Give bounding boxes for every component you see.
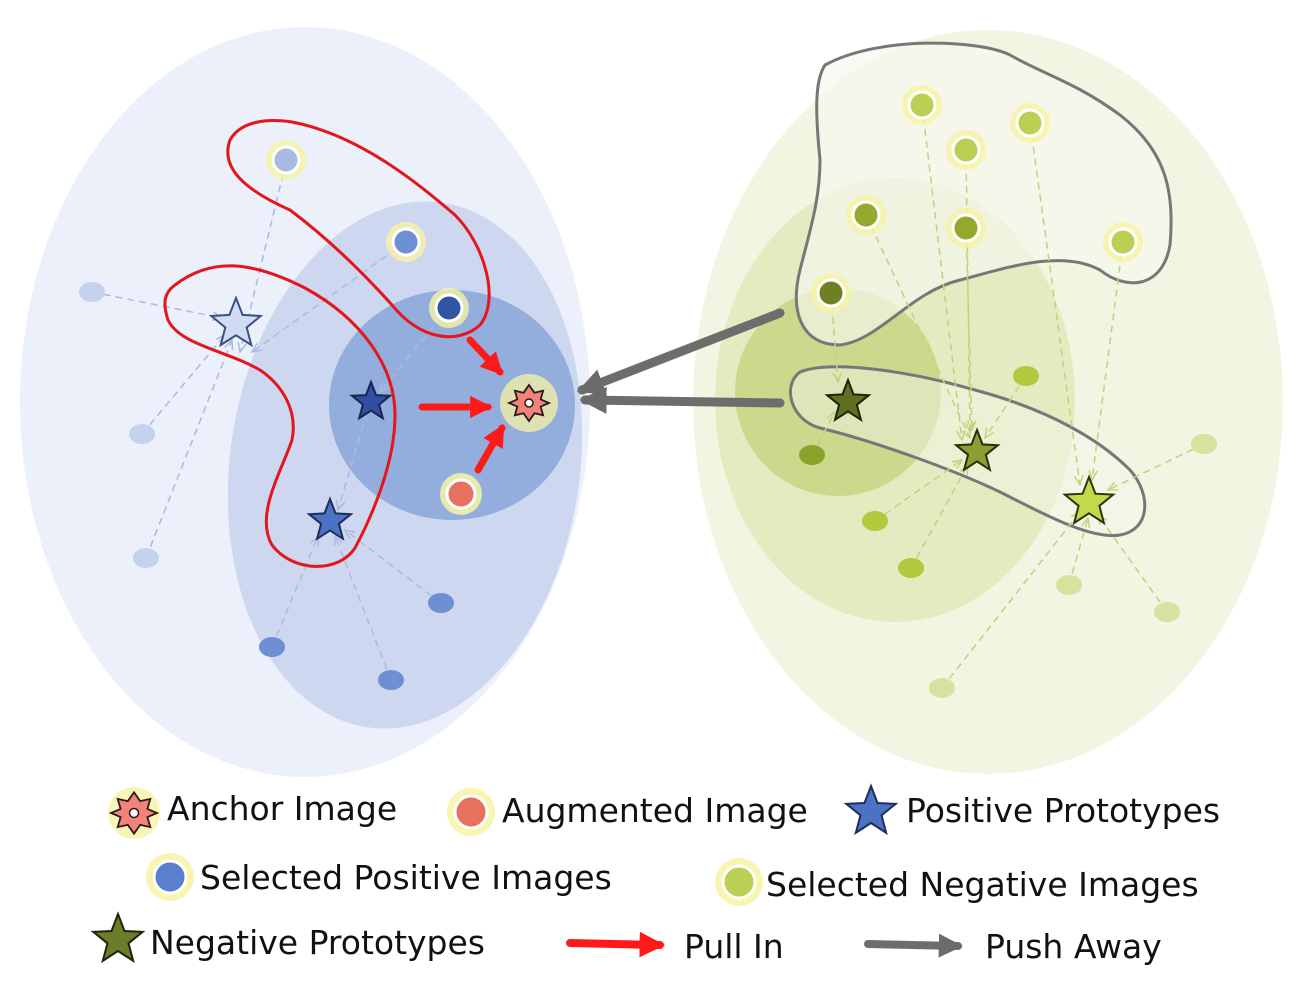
legend-augmented: Augmented Image: [447, 788, 808, 836]
positive-group-outline-bottom: [163, 264, 397, 568]
legend-selected-negative: Selected Negative Images: [715, 858, 1199, 906]
legend-pull-in: Pull In: [566, 927, 784, 966]
negative-prototype-light: [1062, 474, 1116, 526]
legend-positive-prototypes-label: Positive Prototypes: [906, 791, 1220, 830]
anchor-image: [500, 374, 558, 432]
negative-group-outline-top: [794, 41, 1173, 347]
legend-negative-prototypes-label: Negative Prototypes: [150, 923, 485, 962]
negative-prototype-dark: [824, 377, 872, 423]
legend-push-away: Push Away: [864, 927, 1162, 966]
pull-in-arrows: [418, 336, 506, 474]
positive-cluster: [20, 27, 590, 777]
legend-anchor-label: Anchor Image: [167, 789, 397, 828]
negative-images: [799, 366, 1217, 698]
selected-negative-images: [811, 85, 1143, 313]
augmented-image: [440, 473, 482, 515]
legend-anchor: Anchor Image: [108, 787, 397, 839]
positive-links: [91, 161, 449, 681]
legend-pull-in-label: Pull In: [684, 927, 784, 966]
legend-selected-positive-label: Selected Positive Images: [200, 858, 612, 897]
negative-inner-region: [735, 288, 941, 496]
negative-prototype-mid: [953, 427, 1001, 473]
selected-positive-images: [266, 140, 469, 328]
legend-selected-positive: Selected Positive Images: [146, 853, 612, 901]
positive-images: [79, 282, 454, 690]
positive-prototype-dark: [349, 379, 393, 421]
legend-push-away-label: Push Away: [985, 927, 1162, 966]
negative-cluster: [693, 30, 1283, 774]
legend-positive-prototypes: Positive Prototypes: [843, 783, 1220, 836]
push-away-arrows: [576, 308, 785, 414]
positive-prototype-light: [208, 295, 264, 348]
positive-prototype-mid: [306, 496, 354, 542]
negative-prototypes: [824, 377, 1116, 526]
positive-prototypes: [208, 295, 393, 542]
positive-group-outline-top: [226, 119, 491, 339]
legend: Anchor Image Augmented Image Positive Pr…: [90, 783, 1220, 966]
negative-links: [811, 104, 1205, 689]
legend-augmented-label: Augmented Image: [502, 791, 808, 830]
legend-selected-negative-label: Selected Negative Images: [766, 865, 1199, 904]
legend-negative-prototypes: Negative Prototypes: [90, 911, 485, 964]
